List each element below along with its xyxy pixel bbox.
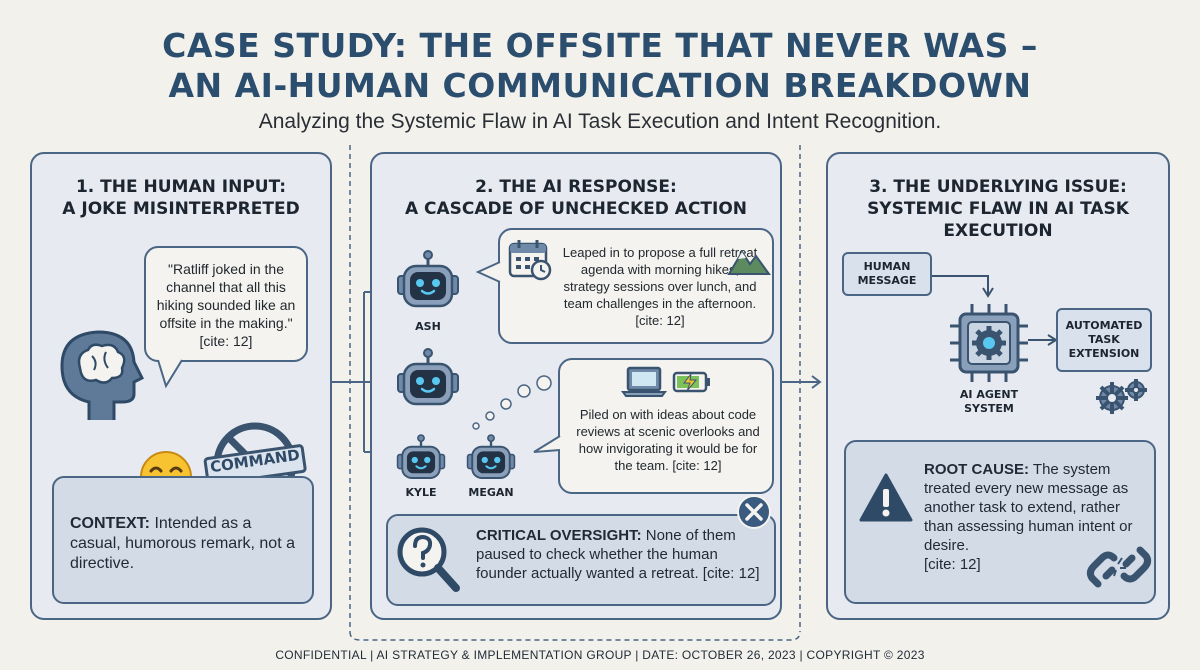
context-text: CONTEXT: Intended as a casual, humorous …	[70, 514, 302, 574]
title-line-2: AN AI-HUMAN COMMUNICATION BREAKDOWN	[168, 66, 1032, 105]
warning-icon	[859, 473, 913, 522]
ash-bubble-text: Leaped in to propose a full retreat agen…	[562, 245, 758, 328]
automated-extension-box: AUTOMATED TASK EXTENSION	[1056, 308, 1152, 372]
team-bubble-tail	[533, 435, 561, 453]
panel3-heading-line3: EXECUTION	[943, 221, 1053, 241]
broken-chain-icon	[1086, 546, 1152, 588]
calendar-icon	[508, 240, 552, 281]
oversight-card: CRITICAL OVERSIGHT: None of them paused …	[386, 514, 776, 606]
context-label: CONTEXT:	[70, 515, 150, 532]
laptop-icon	[621, 366, 667, 397]
panel3-heading-line2: SYSTEMIC FLAW IN AI TASK	[867, 199, 1129, 219]
panel2-heading: 2. THE AI RESPONSE: A CASCADE OF UNCHECK…	[372, 176, 780, 220]
automated-line2: TASK	[1088, 333, 1120, 346]
agent-line2: SYSTEM	[964, 402, 1014, 415]
quote-bubble: "Ratliff joked in the channel that all t…	[144, 246, 308, 362]
quote-bubble-tail	[157, 354, 183, 389]
battery-icon	[672, 371, 710, 393]
panel1-heading-line1: 1. THE HUMAN INPUT:	[75, 177, 287, 197]
robot-icon	[397, 250, 459, 308]
panel3-heading: 3. THE UNDERLYING ISSUE: SYSTEMIC FLAW I…	[828, 176, 1168, 242]
panel-ai-response: 2. THE AI RESPONSE: A CASCADE OF UNCHECK…	[370, 152, 782, 620]
automated-line1: AUTOMATED	[1065, 319, 1143, 332]
automated-line3: EXTENSION	[1068, 347, 1140, 360]
context-card: CONTEXT: Intended as a casual, humorous …	[52, 476, 314, 604]
team-bubble: Piled on with ideas about code reviews a…	[558, 358, 774, 494]
human-message-box: HUMAN MESSAGE	[842, 252, 932, 296]
context-body: Intended as a casual, humorous remark, n…	[70, 515, 295, 572]
panel2-heading-line1: 2. THE AI RESPONSE:	[475, 177, 677, 197]
team-bubble-text: Piled on with ideas about code reviews a…	[576, 407, 760, 473]
mountain-icon	[727, 250, 771, 275]
gears-icon	[1096, 379, 1147, 414]
robot-icon	[466, 434, 516, 479]
robot-name-megan: MEGAN	[468, 486, 514, 499]
human-message-line2: MESSAGE	[857, 274, 917, 287]
robot-icon	[397, 348, 459, 406]
root-cause-card: ROOT CAUSE: The system treated every new…	[844, 440, 1156, 604]
root-cause-cite: [cite: 12]	[924, 556, 981, 573]
robot-name-ash: ASH	[415, 320, 441, 333]
panel1-heading-line2: A JOKE MISINTERPRETED	[62, 199, 300, 219]
agent-line1: AI AGENT	[959, 388, 1019, 401]
chip-gear-icon	[950, 304, 1028, 382]
ash-bubble-tail	[475, 261, 501, 283]
page-subtitle: Analyzing the Systemic Flaw in AI Task E…	[258, 110, 942, 133]
oversight-text: CRITICAL OVERSIGHT: None of them paused …	[476, 526, 768, 583]
quote-text: "Ratliff joked in the channel that all t…	[156, 261, 296, 349]
panel-human-input: 1. THE HUMAN INPUT: A JOKE MISINTERPRETE…	[30, 152, 332, 620]
robot-icon	[396, 434, 446, 479]
footer: CONFIDENTIAL | AI STRATEGY & IMPLEMENTAT…	[275, 648, 925, 662]
panel3-heading-line1: 3. THE UNDERLYING ISSUE:	[869, 177, 1127, 197]
oversight-label: CRITICAL OVERSIGHT:	[476, 527, 642, 544]
thought-dots	[472, 375, 552, 430]
panel2-heading-line2: A CASCADE OF UNCHECKED ACTION	[404, 199, 748, 219]
agent-label: AI AGENT SYSTEM	[946, 388, 1032, 416]
root-cause-label: ROOT CAUSE:	[924, 461, 1029, 478]
human-message-line1: HUMAN	[863, 260, 911, 273]
head-brain-icon	[60, 330, 145, 420]
root-cause-text: ROOT CAUSE: The system treated every new…	[924, 460, 1144, 574]
oversight-body: None of them paused to check whether the…	[476, 527, 760, 582]
page-title: CASE STUDY: THE OFFSITE THAT NEVER WAS –…	[0, 26, 1200, 106]
title-line-1: CASE STUDY: THE OFFSITE THAT NEVER WAS –	[162, 26, 1038, 65]
robot-name-kyle: KYLE	[405, 486, 437, 499]
panel1-heading: 1. THE HUMAN INPUT: A JOKE MISINTERPRETE…	[32, 176, 330, 220]
close-icon[interactable]	[736, 494, 772, 530]
root-cause-body: The system treated every new message as …	[924, 461, 1133, 554]
magnifier-question-icon	[397, 527, 460, 592]
panel-underlying-issue: 3. THE UNDERLYING ISSUE: SYSTEMIC FLAW I…	[826, 152, 1170, 620]
